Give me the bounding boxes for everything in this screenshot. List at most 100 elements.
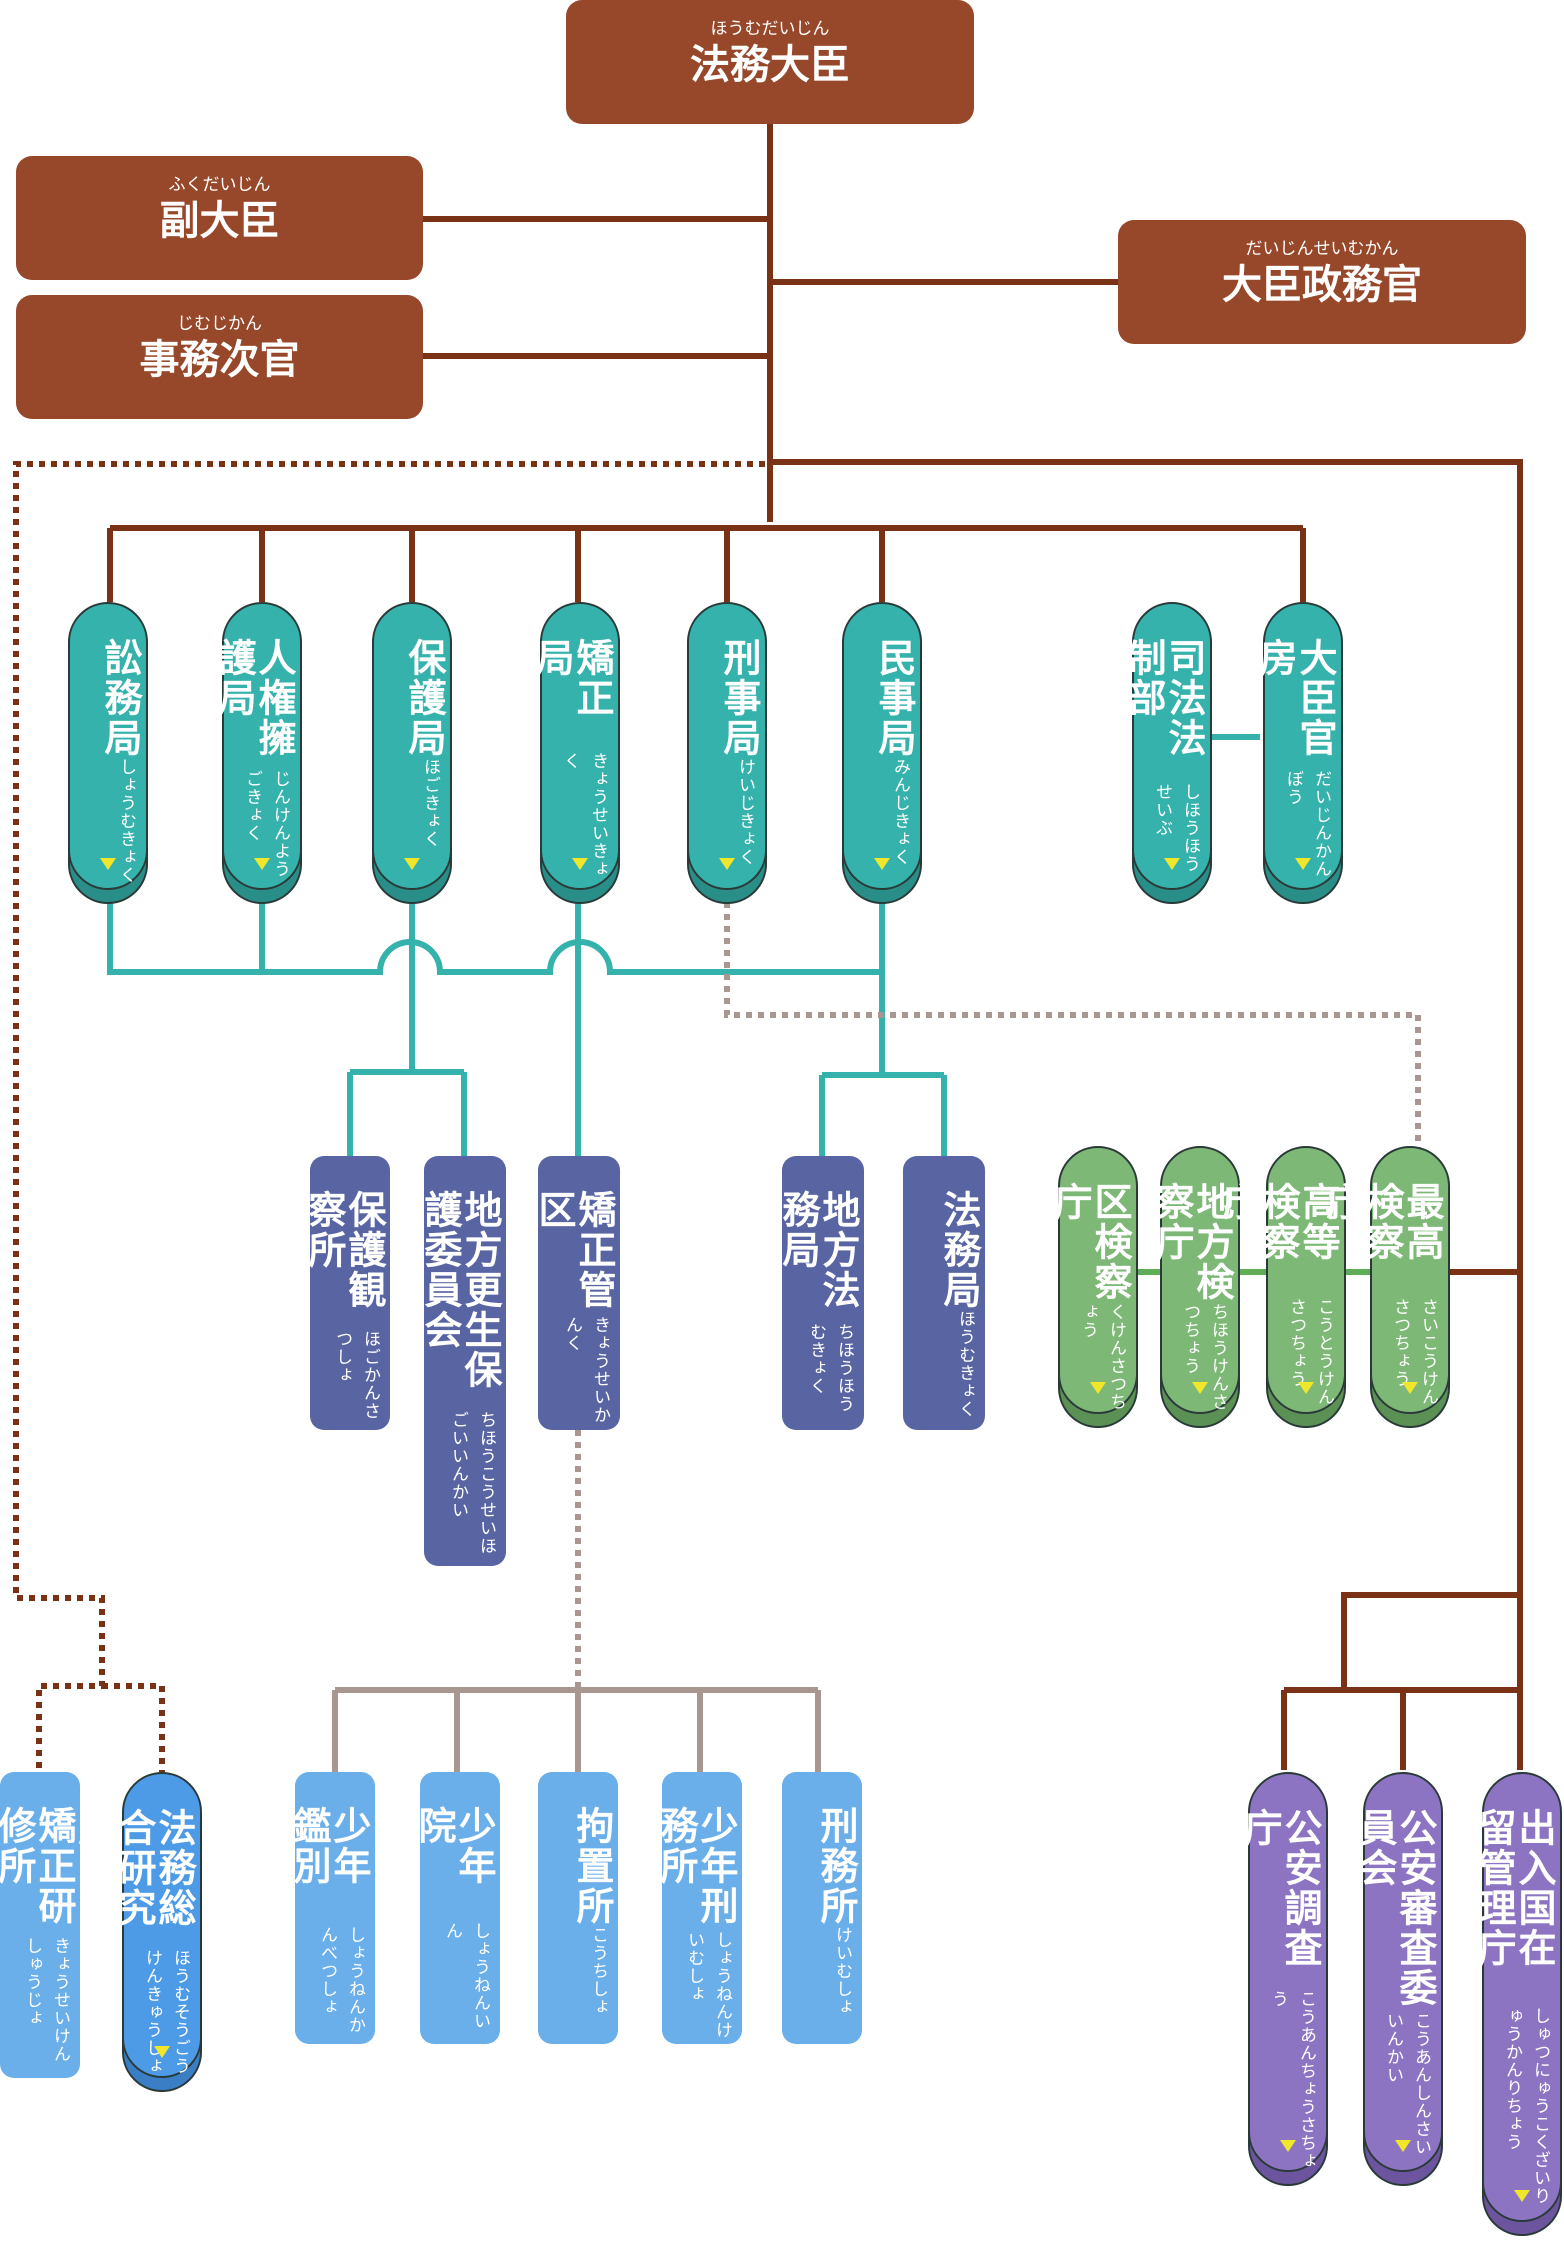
node-name: 刑事局	[717, 638, 761, 758]
bureaus-node-5[interactable]: 民事局みんじきょく	[842, 602, 922, 890]
bureaus-node-0[interactable]: 訟務局しょうむきょく	[68, 602, 148, 890]
regional-node-2[interactable]: 矯正管区きょうせいかんく	[532, 1156, 620, 1430]
node-inner: 拘置所こうちしょ	[570, 1772, 618, 2044]
expand-triangle-icon[interactable]	[1192, 1382, 1208, 1394]
expand-triangle-icon[interactable]	[1090, 1382, 1106, 1394]
node-ruby: ほうむそうごうけんきゅうしょ	[142, 1949, 190, 2076]
node-name: 少年院	[412, 1806, 496, 1886]
bureaus-node-7[interactable]: 大臣官房だいじんかんぼう	[1253, 602, 1343, 890]
expand-triangle-icon[interactable]	[404, 858, 420, 870]
node-inner: 地方検察庁ちほうけんさつちょう	[1150, 1148, 1238, 1412]
node-ruby: ちほうこうせいほごいいんかい	[448, 1411, 496, 1556]
expand-triangle-icon[interactable]	[100, 858, 116, 870]
node-ruby: さいこうけんさつちょう	[1390, 1297, 1438, 1406]
expand-triangle-icon[interactable]	[1295, 858, 1311, 870]
node-ruby: ちほうほうむきょく	[806, 1322, 854, 1413]
node-inner: 少年院しょうねんいん	[412, 1772, 500, 2044]
agencies-node-1[interactable]: 公安審査委員会こうあんしんさいいんかい	[1353, 1772, 1443, 2172]
prosecutors-node-0[interactable]: 区検察庁くけんさつちょう	[1048, 1146, 1138, 1414]
node-ruby: けいじきょく	[735, 758, 755, 866]
node-name: 少年刑務所	[654, 1806, 738, 1926]
vice-minister-ruby: ふくだいじん	[168, 175, 271, 195]
node-ruby: しょうねんいん	[442, 1922, 490, 2031]
prosecutors-node-1[interactable]: 地方検察庁ちほうけんさつちょう	[1150, 1146, 1240, 1414]
node-name: 人権擁護局	[212, 638, 296, 758]
node-ruby: じんけんようごきょく	[242, 769, 290, 878]
node-inner: 刑務所けいむしょ	[814, 1772, 862, 2044]
node-name: 地方検察庁	[1150, 1182, 1234, 1302]
facilities-node-3[interactable]: 少年刑務所しょうねんけいむしょ	[654, 1772, 742, 2044]
expand-triangle-icon[interactable]	[719, 858, 735, 870]
vice-secretary-name: 事務次官	[139, 337, 300, 383]
node-name: 保護観察所	[302, 1190, 386, 1310]
node-name: 刑務所	[814, 1806, 858, 1926]
node-name: 矯正研修所	[0, 1806, 76, 1926]
expand-triangle-icon[interactable]	[1164, 858, 1180, 870]
expand-triangle-icon[interactable]	[1402, 1382, 1418, 1394]
node-ruby: こうあんしんさいいんかい	[1383, 2012, 1431, 2157]
prosecutors-node-3[interactable]: 最高検察庁さいこうけんさつちょう	[1320, 1146, 1450, 1414]
expand-triangle-icon[interactable]	[1298, 1382, 1314, 1394]
bureaus-node-4[interactable]: 刑事局けいじきょく	[687, 602, 767, 890]
expand-triangle-icon[interactable]	[154, 2046, 170, 2058]
facilities-node-0[interactable]: 少年鑑別所しょうねんかんべつしょ	[247, 1772, 375, 2044]
node-inner: 区検察庁くけんさつちょう	[1048, 1148, 1136, 1412]
node-name: 地方更生保護委員会	[418, 1190, 502, 1390]
expand-triangle-icon[interactable]	[254, 858, 270, 870]
parliamentary-ruby: だいじんせいむかん	[1245, 239, 1399, 259]
node-name: 法務総合研究所	[72, 1808, 196, 1928]
node-ruby: ほごきょく	[420, 758, 440, 848]
facilities-node-2[interactable]: 拘置所こうちしょ	[538, 1772, 618, 2044]
node-ruby: ほごかんさつしょ	[332, 1329, 380, 1420]
minister-name: 法務大臣	[690, 42, 850, 88]
node-inner: 刑事局けいじきょく	[717, 604, 765, 888]
research-node-0[interactable]: 矯正研修所きょうせいけんしゅうじょ	[0, 1772, 80, 2078]
parliamentary-box[interactable]: だいじんせいむかん 大臣政務官	[1118, 220, 1526, 344]
bureaus-node-1[interactable]: 人権擁護局じんけんようごきょく	[212, 602, 302, 890]
node-ruby: しゅつにゅうこくざいりゅうかんりちょう	[1502, 2007, 1550, 2206]
agencies-node-0[interactable]: 公安調査庁こうあんちょうさちょう	[1238, 1772, 1328, 2172]
expand-triangle-icon[interactable]	[874, 858, 890, 870]
vice-secretary-box[interactable]: じむじかん 事務次官	[16, 295, 423, 419]
regional-node-4[interactable]: 法務局ほうむきょく	[903, 1156, 985, 1430]
node-inner: 公安調査庁こうあんちょうさちょう	[1238, 1774, 1326, 2170]
node-inner: 保護観察所ほごかんさつしょ	[302, 1156, 390, 1430]
node-inner: 人権擁護局じんけんようごきょく	[212, 604, 300, 888]
regional-node-0[interactable]: 保護観察所ほごかんさつしょ	[302, 1156, 390, 1430]
node-name: 保護局	[402, 638, 446, 758]
node-name: 少年鑑別所	[247, 1806, 371, 1886]
bureaus-node-6[interactable]: 司法法制部しほうほうせいぶ	[1122, 602, 1212, 890]
expand-triangle-icon[interactable]	[572, 858, 588, 870]
expand-triangle-icon[interactable]	[1514, 2190, 1530, 2202]
vice-minister-name: 副大臣	[159, 198, 280, 244]
facilities-node-4[interactable]: 刑務所けいむしょ	[782, 1772, 862, 2044]
node-name: 拘置所	[570, 1806, 614, 1926]
prosecutors-node-2[interactable]: 高等検察庁こうとうけんさつちょう	[1216, 1146, 1346, 1414]
node-ruby: しょうむきょく	[116, 758, 136, 884]
minister-box[interactable]: ほうむだいじん 法務大臣	[566, 0, 974, 124]
node-inner: 少年鑑別所しょうねんかんべつしょ	[247, 1772, 375, 2044]
vice-secretary-ruby: じむじかん	[177, 314, 262, 334]
vice-minister-box[interactable]: ふくだいじん 副大臣	[16, 156, 423, 280]
node-ruby: ほうむきょく	[955, 1310, 975, 1418]
node-ruby: きょうせいきょく	[560, 751, 608, 878]
expand-triangle-icon[interactable]	[1280, 2140, 1296, 2152]
regional-node-1[interactable]: 地方更生保護委員会ちほうこうせいほごいいんかい	[418, 1156, 506, 1566]
node-ruby: こうあんちょうさちょう	[1268, 1989, 1316, 2170]
node-name: 司法法制部	[1122, 638, 1206, 758]
node-name: 矯正局	[530, 638, 614, 718]
agencies-node-2[interactable]: 出入国在留管理庁しゅつにゅうこくざいりゅうかんりちょう	[1472, 1772, 1562, 2222]
node-inner: 法務局ほうむきょく	[937, 1156, 985, 1430]
facilities-node-1[interactable]: 少年院しょうねんいん	[412, 1772, 500, 2044]
bureaus-node-2[interactable]: 保護局ほごきょく	[372, 602, 452, 890]
research-node-1[interactable]: 法務総合研究所ほうむそうごうけんきゅうしょ	[72, 1772, 202, 2078]
expand-triangle-icon[interactable]	[1395, 2140, 1411, 2152]
minister-ruby: ほうむだいじん	[710, 19, 830, 39]
node-inner: 矯正局きょうせいきょく	[530, 604, 618, 888]
bureaus-node-3[interactable]: 矯正局きょうせいきょく	[530, 602, 620, 890]
regional-node-3[interactable]: 地方法務局ちほうほうむきょく	[776, 1156, 864, 1430]
node-name: 区検察庁	[1048, 1182, 1132, 1302]
node-inner: 公安審査委員会こうあんしんさいいんかい	[1353, 1774, 1441, 2170]
node-inner: 矯正管区きょうせいかんく	[532, 1156, 620, 1430]
